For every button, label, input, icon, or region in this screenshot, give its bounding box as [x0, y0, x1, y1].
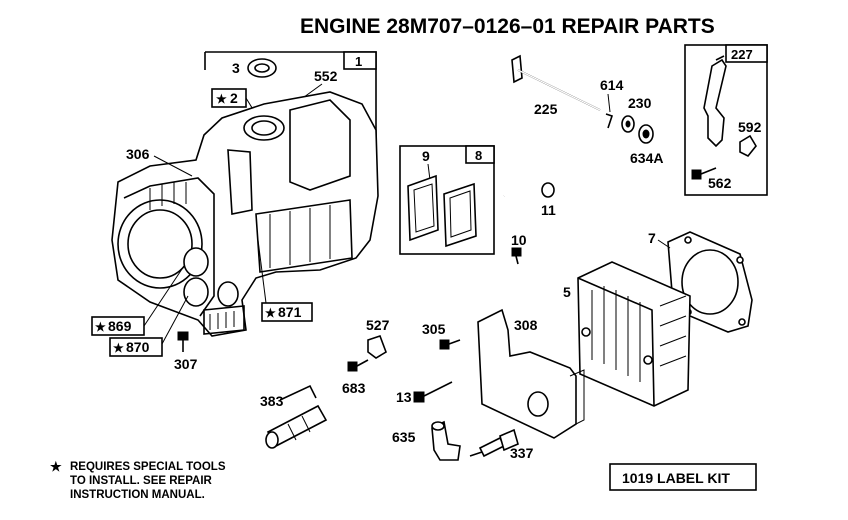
callout-227: 227 [731, 47, 753, 62]
callout-527: 527 [366, 317, 390, 333]
footnote: ★ REQUIRES SPECIAL TOOLS TO INSTALL. SEE… [50, 459, 226, 501]
crankcase-body [111, 91, 379, 337]
callout-592: 592 [738, 119, 762, 135]
part-383 [265, 384, 328, 449]
callout-635: 635 [392, 429, 416, 445]
callout-308: 308 [514, 317, 538, 333]
callout-383: 383 [260, 393, 284, 409]
diagram-title: ENGINE 28M707–0126–01 REPAIR PARTS [300, 15, 715, 38]
callout-337: 337 [510, 445, 534, 461]
bolt-13 [413, 381, 453, 403]
screw-305 [439, 339, 461, 350]
callout-683: 683 [342, 380, 366, 396]
callout-307: 307 [174, 356, 198, 372]
footnote-line-1: REQUIRES SPECIAL TOOLS [70, 461, 226, 473]
callout-11: 11 [541, 202, 556, 218]
callout-1: 1 [355, 54, 362, 69]
callout-9: 9 [422, 148, 430, 164]
label-kit-box: 1019 LABEL KIT [609, 463, 757, 491]
callout-634a: 634A [630, 150, 663, 166]
callout-305: 305 [422, 321, 446, 337]
footnote-star: ★ [50, 459, 62, 474]
screw-10 [511, 247, 522, 265]
star-871: ★ [265, 306, 276, 320]
screw-683 [347, 359, 369, 372]
pin-614 [605, 113, 614, 129]
callout-7: 7 [648, 230, 656, 246]
callout-306: 306 [126, 146, 150, 162]
footnote-line-3: INSTRUCTION MANUAL. [70, 489, 205, 501]
cylinder-shield-308 [477, 308, 585, 439]
spark-plug-boot-635 [431, 420, 461, 461]
callout-871: 871 [278, 304, 302, 320]
callout-13: 13 [396, 389, 412, 405]
footnote-line-2: TO INSTALL. SEE REPAIR [70, 475, 213, 487]
callout-2: 2 [230, 90, 238, 106]
callout-5: 5 [563, 284, 571, 300]
callout-614: 614 [600, 77, 624, 93]
cylinder-head-5 [577, 261, 691, 407]
bolt-307 [177, 331, 189, 352]
governor-lever-group: 227 592 562 [684, 44, 768, 196]
breather-hose-11 [502, 182, 555, 198]
callout-552: 552 [314, 68, 338, 84]
star-870: ★ [113, 341, 124, 355]
callout-869: 869 [108, 318, 132, 334]
callout-10: 10 [511, 232, 527, 248]
callout-870: 870 [126, 339, 150, 355]
screw-562 [691, 167, 717, 180]
callout-3: 3 [232, 60, 240, 76]
star-2: ★ [216, 92, 227, 106]
clip-527 [367, 334, 387, 359]
breather-group: 8 9 [399, 145, 495, 255]
callout-225: 225 [534, 101, 558, 117]
callout-8: 8 [475, 148, 482, 163]
callout-230: 230 [628, 95, 652, 111]
governor-shaft-225 [511, 54, 601, 111]
label-kit-text: 1019 LABEL KIT [622, 470, 730, 486]
oil-seal-3 [247, 58, 277, 78]
star-869: ★ [95, 320, 106, 334]
callout-562: 562 [708, 175, 732, 191]
crankcase-group: 1 3 552 ★ 2 [91, 51, 379, 372]
spark-plug-337 [469, 428, 519, 458]
